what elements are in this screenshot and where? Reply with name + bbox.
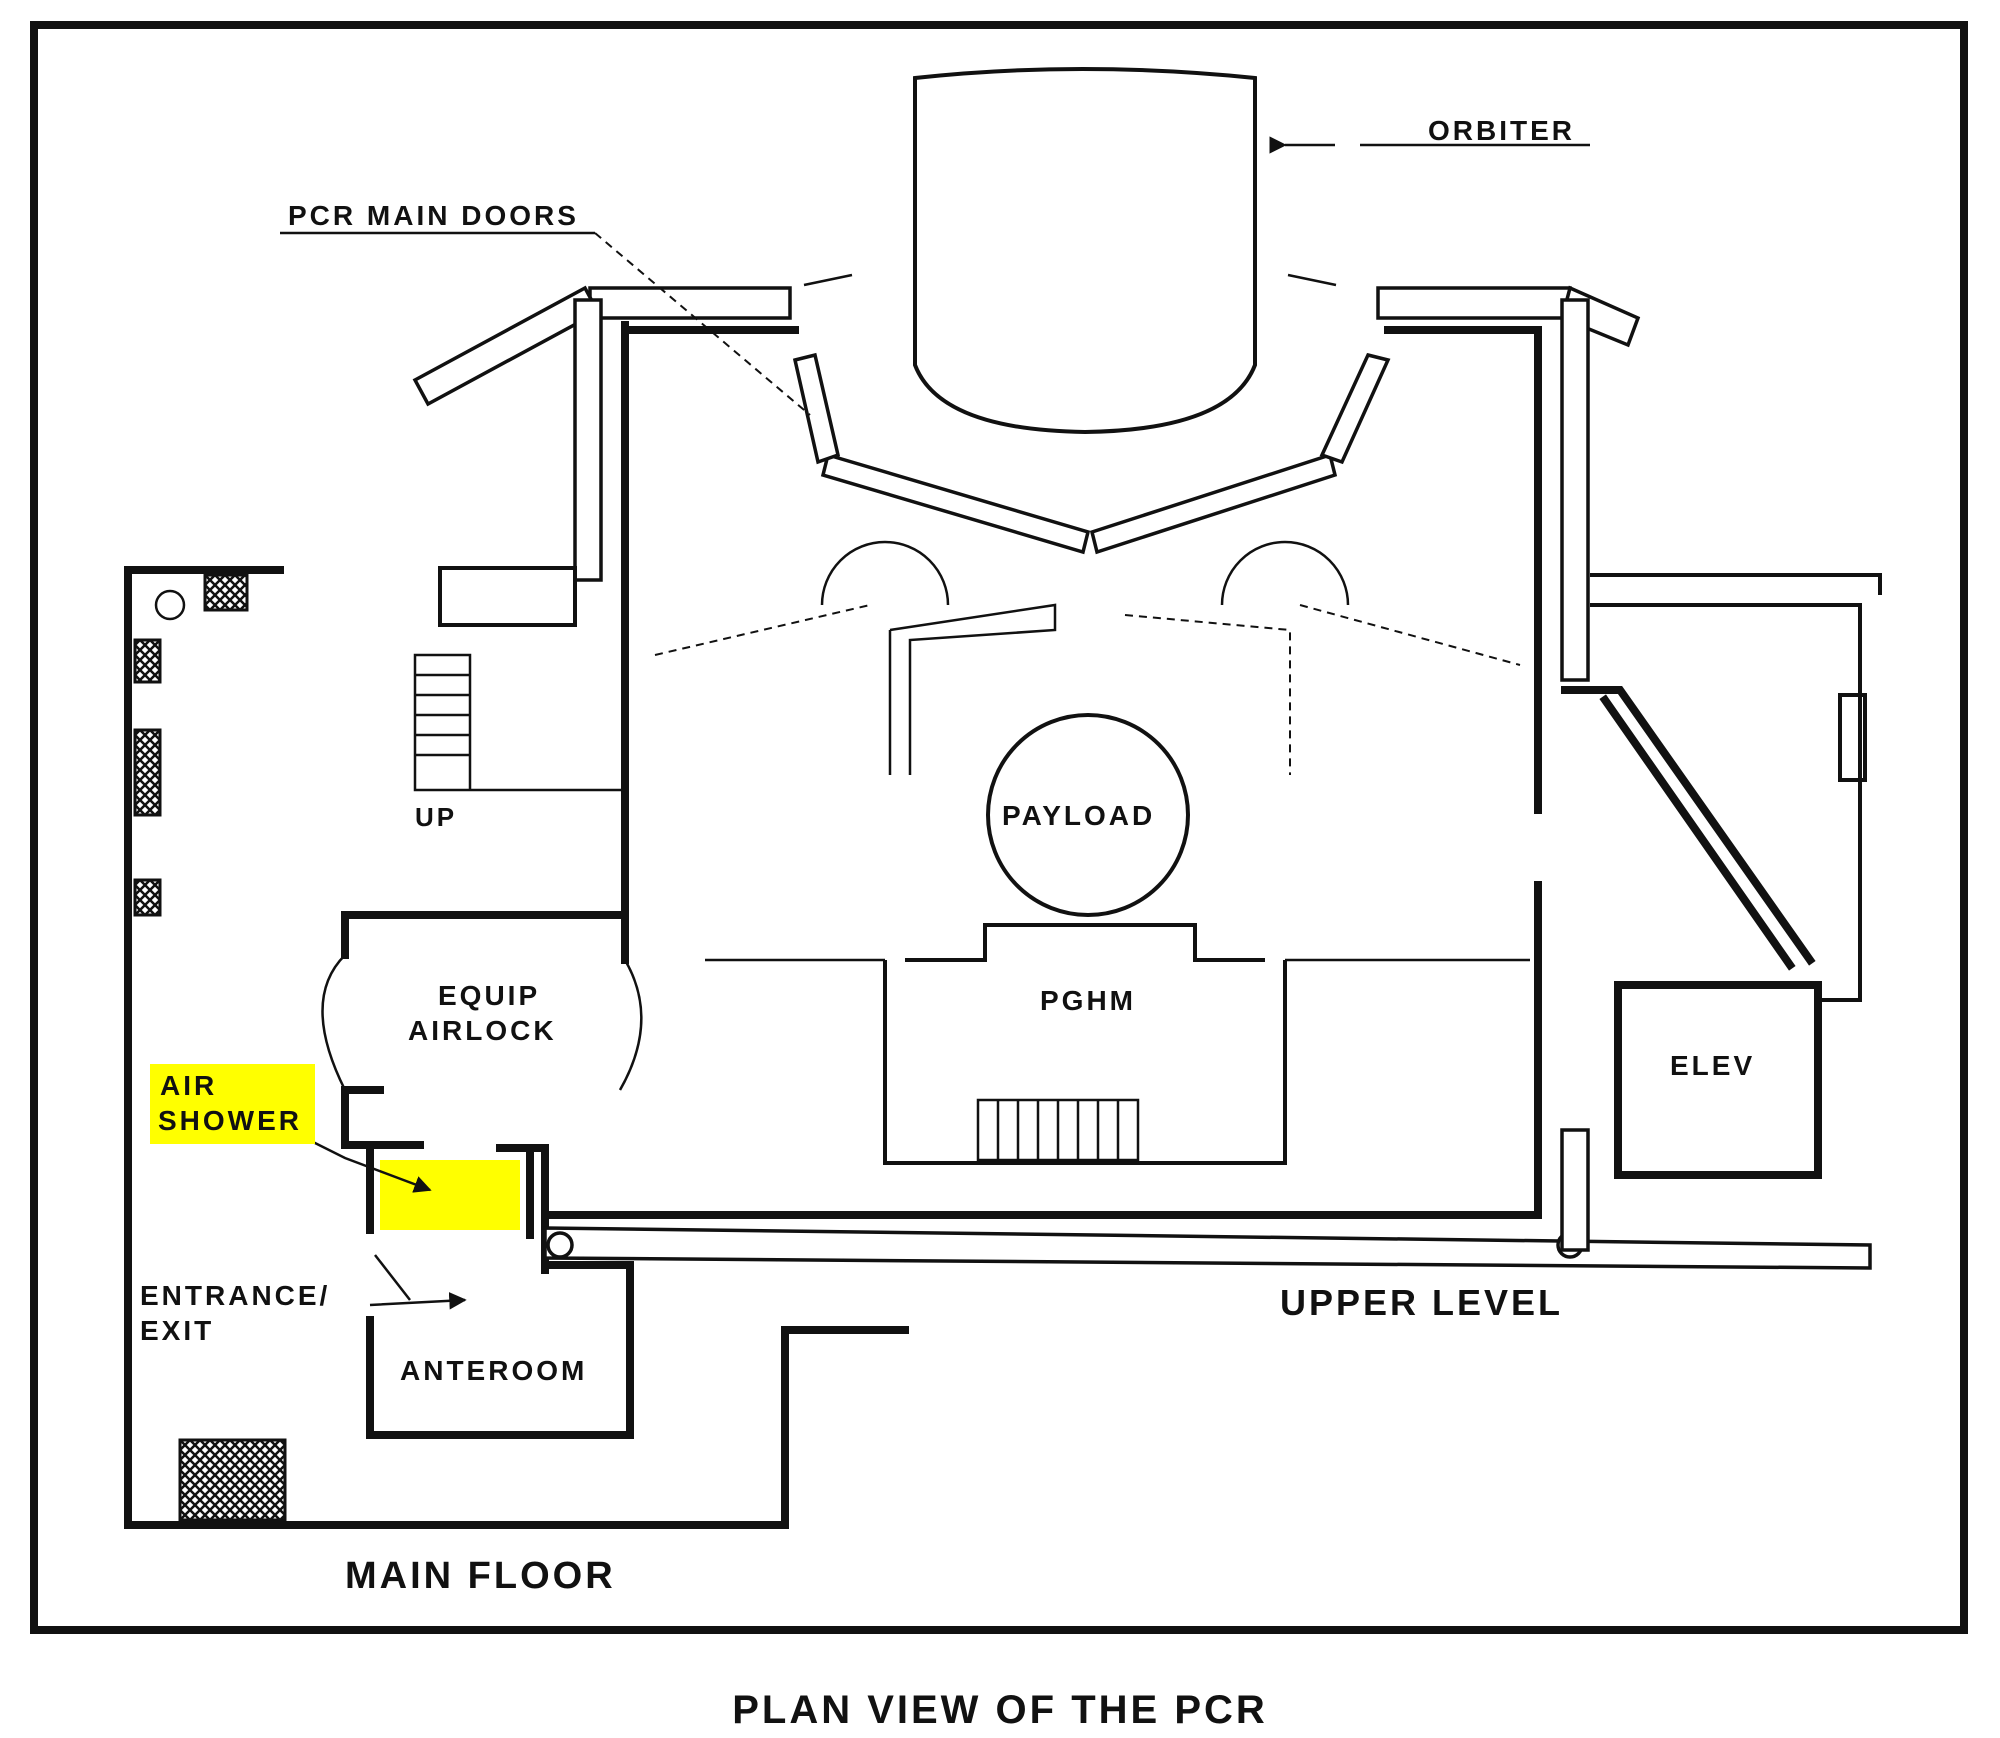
pcr-doors-leader [594, 232, 811, 416]
right-annex-wall [1590, 573, 1882, 1002]
stair-right [1124, 614, 1291, 775]
outer-frame [30, 21, 1968, 1634]
hatch-panel-2 [133, 638, 162, 684]
entrance-door [369, 1254, 465, 1305]
label-anteroom: ANTEROOM [400, 1355, 587, 1386]
pcr-door-arm-left [792, 352, 841, 465]
door-swing-left [654, 604, 871, 656]
right-column [1560, 298, 1590, 682]
main-floor-wall [124, 566, 909, 1529]
top-beam-left [588, 286, 792, 320]
hatch-panel-3 [133, 728, 162, 817]
air-shower-highlight [380, 1160, 520, 1230]
airlock-door-right [618, 959, 643, 1091]
label-exit: EXIT [140, 1315, 214, 1346]
label-pghm: PGHM [1040, 985, 1136, 1016]
label-main-floor: MAIN FLOOR [345, 1555, 616, 1597]
air-shower-label-bg [150, 1064, 315, 1144]
airlock-door-left [321, 954, 347, 1091]
elevator-wall [1614, 981, 1822, 1179]
beam-node-left [546, 1231, 574, 1259]
door-swing-right [1299, 604, 1521, 666]
door-hinge-left [803, 273, 853, 287]
hatch-panel-5 [178, 1438, 287, 1522]
figure-caption: PLAN VIEW OF THE PCR [732, 1688, 1268, 1732]
stair-up [413, 653, 625, 792]
pcr-door-beam-left [820, 452, 1091, 555]
equip-airlock-wall [341, 911, 629, 1149]
pghm-stairs [976, 1098, 1140, 1162]
right-lower-column [1560, 1128, 1590, 1252]
pcr-room-wall [541, 321, 1542, 1219]
pcr-door-beam-right [1089, 452, 1338, 555]
hatch-panel-4 [133, 878, 162, 917]
label-up: UP [415, 802, 457, 832]
hatch-arc-right [1220, 540, 1350, 606]
label-orbiter: ORBITER [1428, 115, 1575, 146]
left-column [573, 298, 603, 582]
hatch-arc-left [820, 540, 950, 606]
pghm-wall [883, 923, 1287, 1165]
label-equip: EQUIP [438, 980, 540, 1011]
label-airlock: AIRLOCK [408, 1015, 557, 1046]
label-air: AIR [160, 1070, 217, 1101]
label-pcr-main-doors: PCR MAIN DOORS [288, 200, 579, 231]
label-elev: ELEV [1670, 1050, 1755, 1081]
stair-left [888, 603, 1057, 775]
pcr-door-arm-right [1319, 352, 1391, 465]
top-beam-right [1376, 286, 1572, 320]
floor-drain-icon [154, 589, 186, 621]
diagonal-beam-left [412, 285, 601, 407]
lower-beam [543, 1226, 1872, 1270]
label-entrance: ENTRANCE/ [140, 1280, 330, 1311]
annex-wall [438, 566, 577, 627]
hatch-panel-1 [203, 573, 249, 612]
diagonal-walkway [1561, 686, 1816, 971]
right-panel [1838, 693, 1867, 782]
label-upper-level: UPPER LEVEL [1280, 1282, 1563, 1323]
label-payload: PAYLOAD [1002, 800, 1155, 831]
label-shower: SHOWER [158, 1105, 302, 1136]
anteroom-wall [366, 1261, 634, 1439]
door-hinge-right [1287, 273, 1337, 287]
payload-circle [986, 713, 1190, 917]
orbiter-outline [913, 67, 1257, 435]
